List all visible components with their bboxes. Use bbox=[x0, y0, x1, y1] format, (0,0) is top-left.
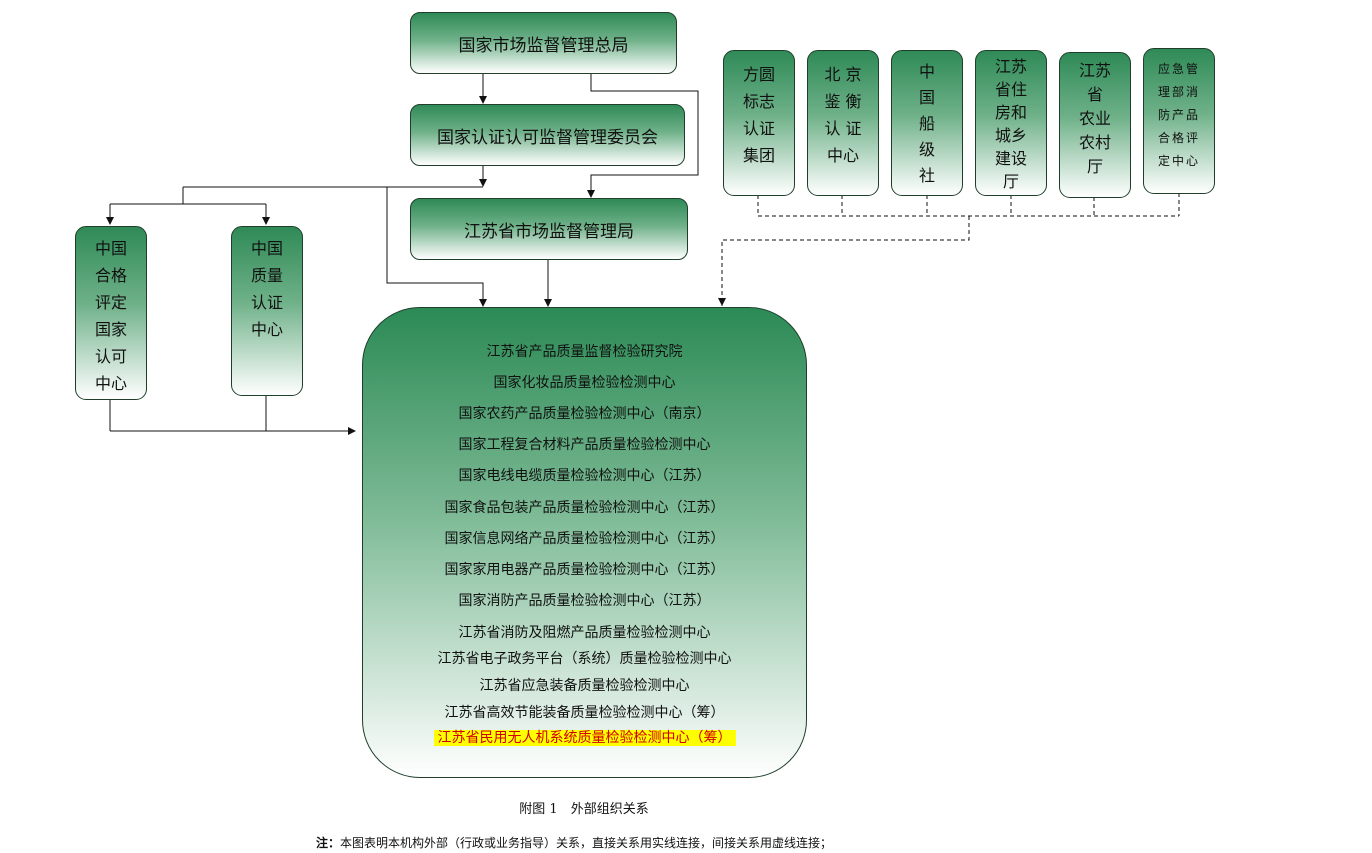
ccs-label: 中 国 船 级 社 bbox=[918, 62, 935, 185]
cnas-box: 中国 合格 评定 国家 认可 中心 bbox=[75, 226, 147, 400]
footnote-label: 注： bbox=[316, 836, 341, 850]
cnas-label: 中国 合格 评定 国家 认可 中心 bbox=[94, 239, 127, 393]
js-agriculture-label: 江苏 省 农业 农村 厅 bbox=[1078, 61, 1111, 176]
beijing-jianheng-box: 北 京 鉴 衡 认 证 中心 bbox=[807, 50, 879, 196]
fangyuan-label: 方圆 标志 认证 集团 bbox=[742, 65, 775, 165]
cnca-label: 国家认证认可监督管理委员会 bbox=[437, 127, 658, 148]
beijing-jianheng-label: 北 京 鉴 衡 认 证 中心 bbox=[824, 65, 862, 165]
main-item: 国家农药产品质量检验检测中心（南京） bbox=[458, 406, 711, 422]
main-item: 国家工程复合材料产品质量检验检测中心 bbox=[458, 437, 711, 453]
js-housing-box: 江苏 省住 房和 城乡 建设 厅 bbox=[975, 50, 1047, 196]
jsamr-box: 江苏省市场监督管理局 bbox=[410, 198, 688, 260]
main-item: 江苏省产品质量监督检验研究院 bbox=[486, 344, 683, 360]
cqc-box: 中国 质量 认证 中心 bbox=[231, 226, 303, 396]
main-institution-box: 江苏省产品质量监督检验研究院 国家化妆品质量检验检测中心 国家农药产品质量检验检… bbox=[362, 307, 807, 778]
samr-label: 国家市场监督管理总局 bbox=[458, 35, 629, 56]
figure-caption: 附图 1 外部组织关系 bbox=[519, 802, 649, 817]
ccs-box: 中 国 船 级 社 bbox=[891, 50, 963, 196]
cqc-label: 中国 质量 认证 中心 bbox=[250, 239, 283, 339]
footnote-text: 本图表明本机构外部（行政或业务指导）关系，直接关系用实线连接，间接关系用虚线连接… bbox=[340, 836, 833, 850]
main-item: 江苏省电子政务平台（系统）质量检验检测中心 bbox=[437, 651, 732, 667]
samr-box: 国家市场监督管理总局 bbox=[410, 12, 677, 74]
fangyuan-box: 方圆 标志 认证 集团 bbox=[723, 50, 795, 196]
main-item: 国家食品包装产品质量检验检测中心（江苏） bbox=[444, 500, 725, 516]
main-item-highlighted: 江苏省民用无人机系统质量检验检测中心（筹） bbox=[363, 727, 806, 747]
jsamr-label: 江苏省市场监督管理局 bbox=[464, 221, 634, 242]
main-item: 国家信息网络产品质量检验检测中心（江苏） bbox=[444, 531, 725, 547]
main-item: 国家消防产品质量检验检测中心（江苏） bbox=[458, 593, 711, 609]
js-agriculture-box: 江苏 省 农业 农村 厅 bbox=[1059, 52, 1131, 198]
highlighted-item-label: 江苏省民用无人机系统质量检验检测中心（筹） bbox=[433, 730, 736, 746]
main-item: 江苏省高效节能装备质量检验检测中心（筹） bbox=[444, 705, 725, 721]
main-item: 江苏省消防及阻燃产品质量检验检测中心 bbox=[458, 625, 711, 641]
fire-assessment-box: 应急管 理部消 防产品 合格评 定中心 bbox=[1143, 48, 1215, 194]
main-item: 国家电线电缆质量检验检测中心（江苏） bbox=[458, 468, 711, 484]
fire-assessment-label: 应急管 理部消 防产品 合格评 定中心 bbox=[1157, 62, 1200, 168]
js-housing-label: 江苏 省住 房和 城乡 建设 厅 bbox=[994, 57, 1027, 191]
main-item: 国家化妆品质量检验检测中心 bbox=[493, 375, 676, 391]
footnote: 注：本图表明本机构外部（行政或业务指导）关系，直接关系用实线连接，间接关系用虚线… bbox=[316, 834, 832, 851]
main-item: 江苏省应急装备质量检验检测中心 bbox=[479, 678, 690, 694]
cnca-box: 国家认证认可监督管理委员会 bbox=[410, 104, 685, 166]
main-item: 国家家用电器产品质量检验检测中心（江苏） bbox=[444, 562, 725, 578]
